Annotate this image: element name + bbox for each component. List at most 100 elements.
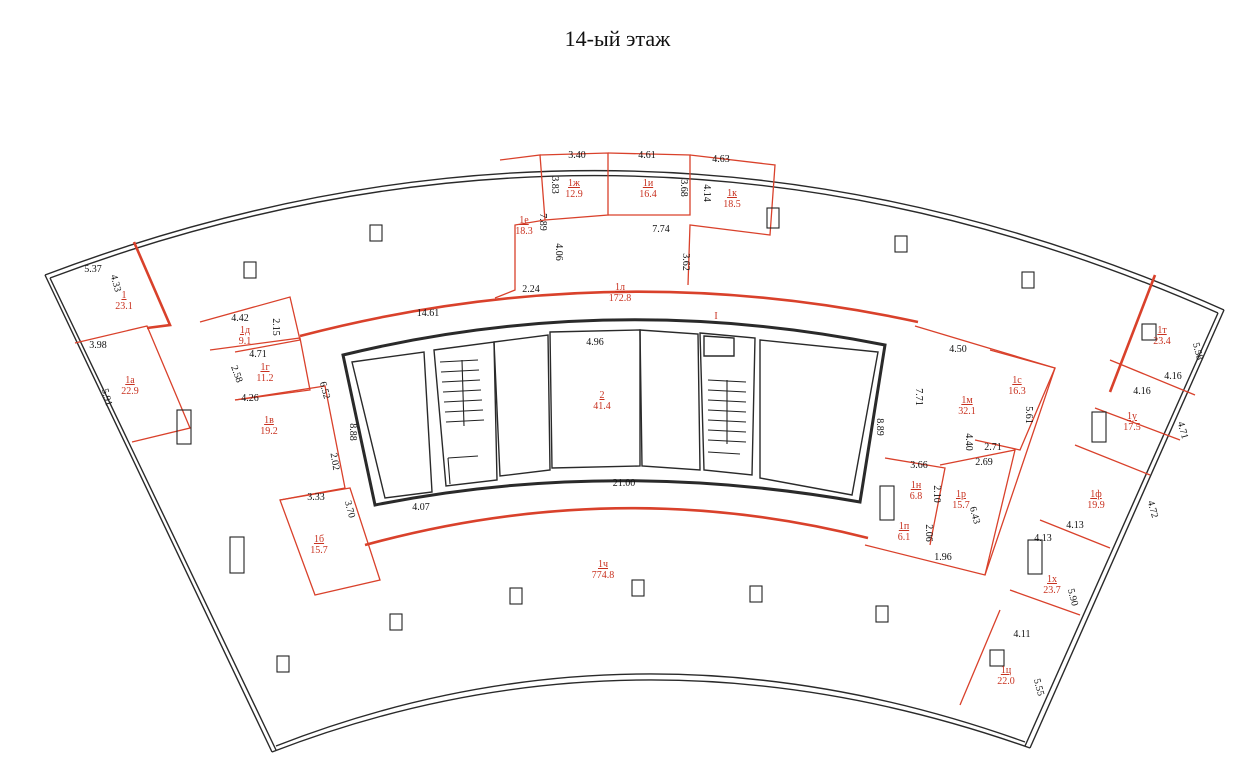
dimension-label: 2.58 [228, 364, 244, 384]
room-area: 16.4 [639, 189, 657, 200]
room-id: 1с [1012, 375, 1022, 386]
room-area: 18.5 [723, 199, 741, 210]
room-id: 1и [643, 178, 654, 189]
room-id: 1ж [568, 178, 580, 189]
dimension-label: 21.00 [613, 478, 636, 489]
dimension-label: 5.61 [1023, 406, 1034, 424]
columns [176, 207, 1157, 673]
dimension-label: 8.88 [347, 423, 358, 441]
room-id: 1в [264, 415, 274, 426]
dimension-label: 4.06 [553, 243, 564, 261]
room-id: 1р [956, 489, 966, 500]
dimension-label: 3.70 [342, 499, 357, 519]
room-area: 22.0 [997, 676, 1015, 687]
dimension-label: 7.89 [537, 213, 548, 231]
dimension-label: 2.02 [328, 452, 342, 471]
dimension-label: 3.98 [89, 340, 107, 351]
room-area: 23.7 [1043, 585, 1061, 596]
dimension-label: 4.14 [701, 184, 712, 202]
dimension-label: 3.33 [307, 492, 325, 503]
dimension-label: 4.16 [1133, 386, 1151, 397]
dimension-label: 5.37 [84, 264, 102, 275]
room-area: 172.8 [609, 293, 632, 304]
room-id: 1х [1047, 574, 1057, 585]
dimension-label: 4.16 [1164, 371, 1182, 382]
room-id: 1т [1157, 325, 1167, 336]
central-core [341, 318, 887, 507]
room-area: 6.8 [910, 491, 923, 502]
dimension-label: 1.96 [934, 552, 952, 563]
room-labels: 123.11а22.91б15.71в19.21г11.21д9.11е18.3… [115, 178, 1171, 687]
dimension-label: 4.50 [949, 344, 967, 355]
room-id: 1ч [598, 559, 608, 570]
dimension-label: 4.07 [412, 502, 430, 513]
building-outline [44, 169, 1225, 753]
dimension-label: 4.42 [231, 313, 249, 324]
room-area: 16.3 [1008, 386, 1026, 397]
room-area: 19.9 [1087, 500, 1105, 511]
dimension-label: 5.90 [1065, 587, 1080, 607]
room-id: 1г [260, 362, 269, 373]
dimension-label: 4.63 [712, 154, 730, 165]
room-id: 1м [961, 395, 973, 406]
dimension-label: 14.61 [417, 308, 440, 319]
dimension-label: 5.91 [99, 387, 114, 407]
dimension-label: 3.83 [549, 176, 560, 194]
room-area: 19.2 [260, 426, 278, 437]
room-area: 12.9 [565, 189, 583, 200]
dimension-label: 2.71 [984, 442, 1002, 453]
dimension-label: 4.61 [638, 150, 656, 161]
dimension-label: 4.40 [963, 433, 974, 451]
dimension-label: 5.58 [1190, 341, 1205, 361]
dimension-labels: 5.37 4.33 3.98 5.91 4.42 2.15 4.71 2.58 4.26 6.52… [84, 150, 1205, 697]
dimension-label: 4.71 [1175, 420, 1190, 440]
room-id: 1л [615, 282, 625, 293]
dimension-label: 7.71 [913, 388, 924, 406]
floor-title: 14-ый этаж [564, 26, 671, 51]
dimension-label: 2.15 [270, 318, 281, 336]
room-area: 9.1 [239, 336, 252, 347]
room-id: 1к [727, 188, 737, 199]
room-area: 22.9 [121, 386, 139, 397]
dimension-label: 6.52 [317, 380, 332, 400]
room-area: 6.1 [898, 532, 911, 543]
dimension-label: 2.10 [931, 485, 942, 503]
dimension-label: 3.66 [910, 460, 928, 471]
room-id: 1ц [1001, 665, 1012, 676]
room-area: 32.1 [958, 406, 976, 417]
dimension-label: 4.13 [1066, 520, 1084, 531]
room-area: 11.2 [256, 373, 273, 384]
room-area: 774.8 [592, 570, 615, 581]
room-area: 17.5 [1123, 422, 1141, 433]
room-id: 1п [899, 521, 910, 532]
corridor-arcs [299, 290, 919, 547]
dimension-label: 5.55 [1031, 677, 1046, 697]
room-walls [74, 152, 1196, 706]
room-id: 1а [125, 375, 135, 386]
dimension-label: 4.26 [241, 393, 259, 404]
dimension-label: 2.06 [923, 524, 934, 542]
dimension-label: 4.13 [1034, 533, 1052, 544]
room-id: 1б [314, 534, 324, 545]
room-area: 23.4 [1153, 336, 1171, 347]
dimension-label: 3.68 [678, 179, 689, 197]
dimension-label: 2.24 [522, 284, 540, 295]
dimension-label: 4.33 [108, 273, 123, 293]
room-id: 1е [519, 215, 529, 226]
room-id: 1у [1127, 411, 1137, 422]
room-area: 23.1 [115, 301, 133, 312]
dimension-label: 3.40 [568, 150, 586, 161]
dimension-label: 7.74 [652, 224, 670, 235]
dimension-label: 4.72 [1145, 499, 1160, 519]
room-id: 2 [600, 390, 605, 401]
dimension-label: 8.89 [874, 418, 885, 436]
section-marker: I [714, 311, 717, 322]
dimension-label: 6.43 [967, 505, 982, 525]
dimension-label: 4.96 [586, 337, 604, 348]
room-area: 15.7 [310, 545, 328, 556]
room-id: 1д [240, 325, 250, 336]
dimension-label: 4.11 [1013, 629, 1030, 640]
room-area: 18.3 [515, 226, 533, 237]
room-area: 41.4 [593, 401, 611, 412]
